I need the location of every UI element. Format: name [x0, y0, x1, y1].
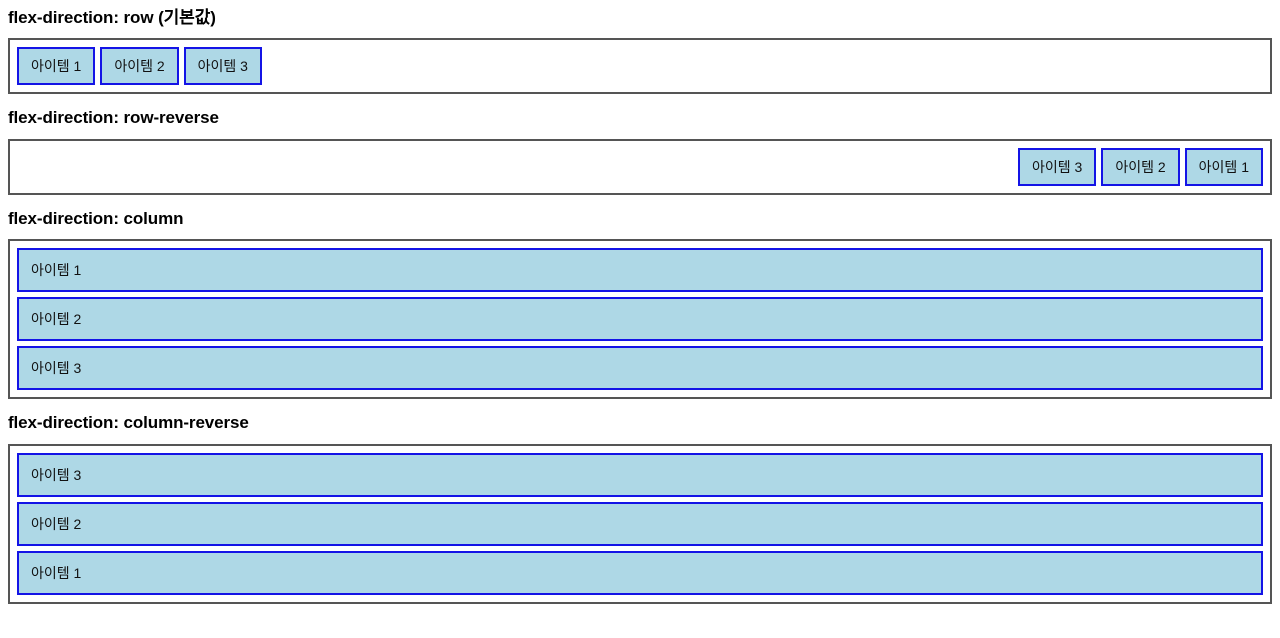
- flex-item: 아이템 3: [183, 47, 262, 86]
- section-flex-direction-column-reverse: flex-direction: column-reverse 아이템 1 아이템…: [8, 413, 1272, 604]
- flex-item: 아이템 2: [17, 297, 1263, 342]
- flex-item: 아이템 2: [1101, 147, 1180, 186]
- flex-item: 아이템 1: [17, 550, 1263, 595]
- flex-item: 아이템 2: [17, 501, 1263, 546]
- section-flex-direction-column: flex-direction: column 아이템 1 아이템 2 아이템 3: [8, 208, 1272, 400]
- flex-item: 아이템 1: [1184, 147, 1263, 186]
- flex-item: 아이템 1: [17, 248, 1263, 293]
- flex-item: 아이템 3: [17, 346, 1263, 391]
- section-heading-column-reverse: flex-direction: column-reverse: [8, 413, 249, 433]
- section-heading-row-reverse: flex-direction: row-reverse: [8, 108, 219, 128]
- section-heading-column: flex-direction: column: [8, 208, 184, 228]
- flex-direction-demo-page: flex-direction: row (기본값) 아이템 1 아이템 2 아이…: [8, 8, 1272, 604]
- flex-container-row: 아이템 1 아이템 2 아이템 3: [8, 38, 1272, 95]
- section-heading-row: flex-direction: row (기본값): [8, 8, 216, 27]
- flex-item: 아이템 3: [1018, 147, 1097, 186]
- section-flex-direction-row-reverse: flex-direction: row-reverse 아이템 1 아이템 2 …: [8, 108, 1272, 195]
- flex-item: 아이템 2: [100, 47, 179, 86]
- flex-item: 아이템 1: [17, 47, 96, 86]
- flex-container-column: 아이템 1 아이템 2 아이템 3: [8, 239, 1272, 400]
- flex-item: 아이템 3: [17, 452, 1263, 497]
- flex-container-column-reverse: 아이템 1 아이템 2 아이템 3: [8, 443, 1272, 604]
- flex-container-row-reverse: 아이템 1 아이템 2 아이템 3: [8, 138, 1272, 195]
- section-flex-direction-row: flex-direction: row (기본값) 아이템 1 아이템 2 아이…: [8, 8, 1272, 95]
